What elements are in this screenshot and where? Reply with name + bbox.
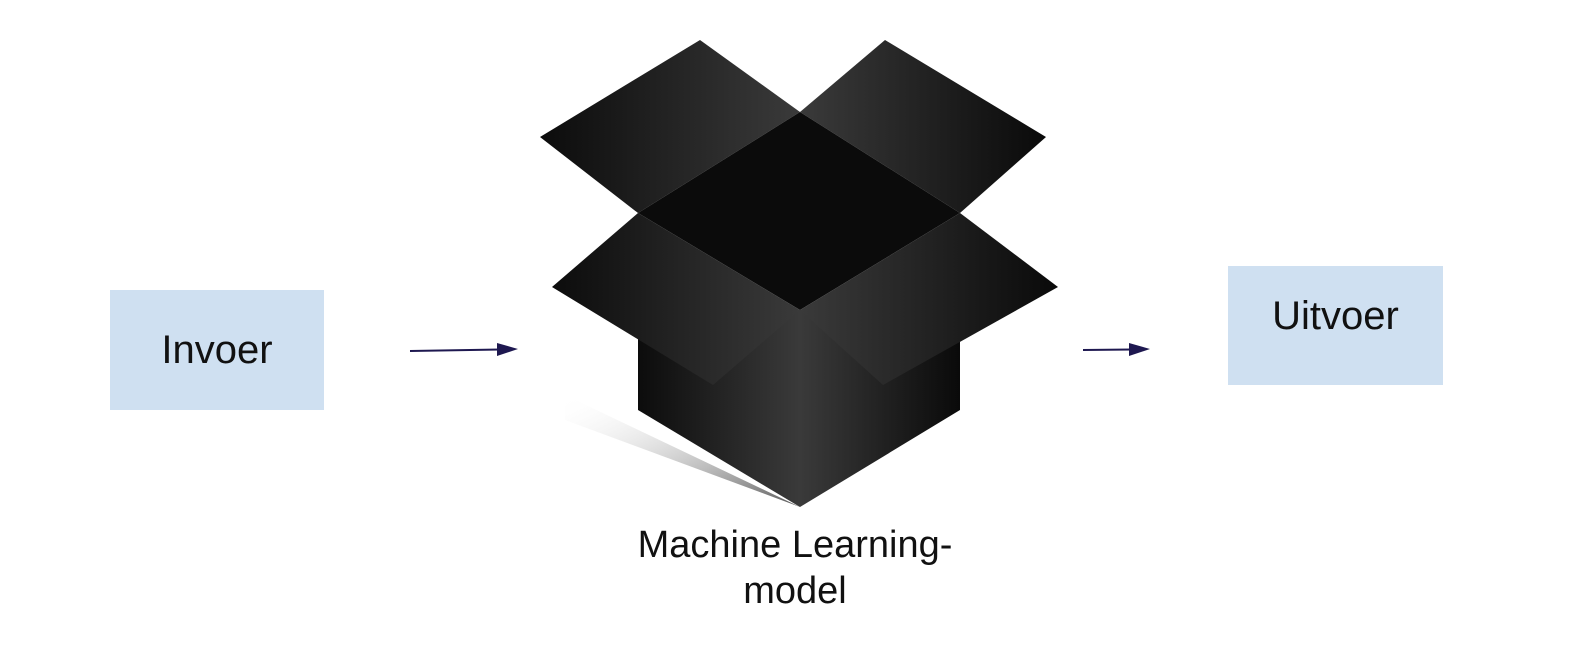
input-label: Invoer (161, 327, 273, 372)
output-label: Uitvoer (1272, 294, 1399, 338)
model-label-line1: Machine Learning- (637, 524, 953, 566)
output-box: Uitvoer (1228, 266, 1443, 385)
model-label-line2: model (743, 570, 847, 612)
output-arrow (1082, 343, 1150, 356)
input-box: Invoer (110, 290, 324, 410)
input-arrow (409, 343, 518, 356)
open-black-box-icon (540, 40, 1058, 507)
